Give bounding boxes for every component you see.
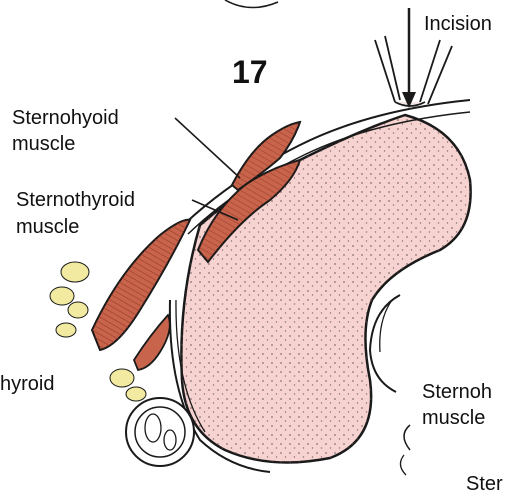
bottom-right-label: Ster: [466, 470, 503, 498]
left-muscle-strip-2: [134, 315, 170, 370]
right-small-arc: [404, 425, 410, 450]
right-label-line2: muscle: [422, 404, 485, 432]
left-cut-label: hyroid: [0, 370, 54, 398]
vessel-cross-section: [126, 398, 194, 466]
right-structure-arc: [370, 295, 400, 392]
incision-label: Incision: [424, 10, 492, 38]
top-partial-outline: [225, 0, 278, 8]
sternothyroid-label-line2: muscle: [16, 213, 79, 241]
sternohyoid-label-line2: muscle: [12, 130, 75, 158]
right-label-line1: Sternoh: [422, 378, 492, 406]
sternohyoid-leader: [175, 118, 240, 178]
right-structure-arc-2: [380, 300, 392, 352]
right-small-arc-2: [400, 455, 406, 475]
sternohyoid-label-line1: Sternohyoid: [12, 104, 119, 132]
sternothyroid-label-line1: Sternothyroid: [16, 186, 135, 214]
figure-number: 17: [232, 54, 268, 91]
